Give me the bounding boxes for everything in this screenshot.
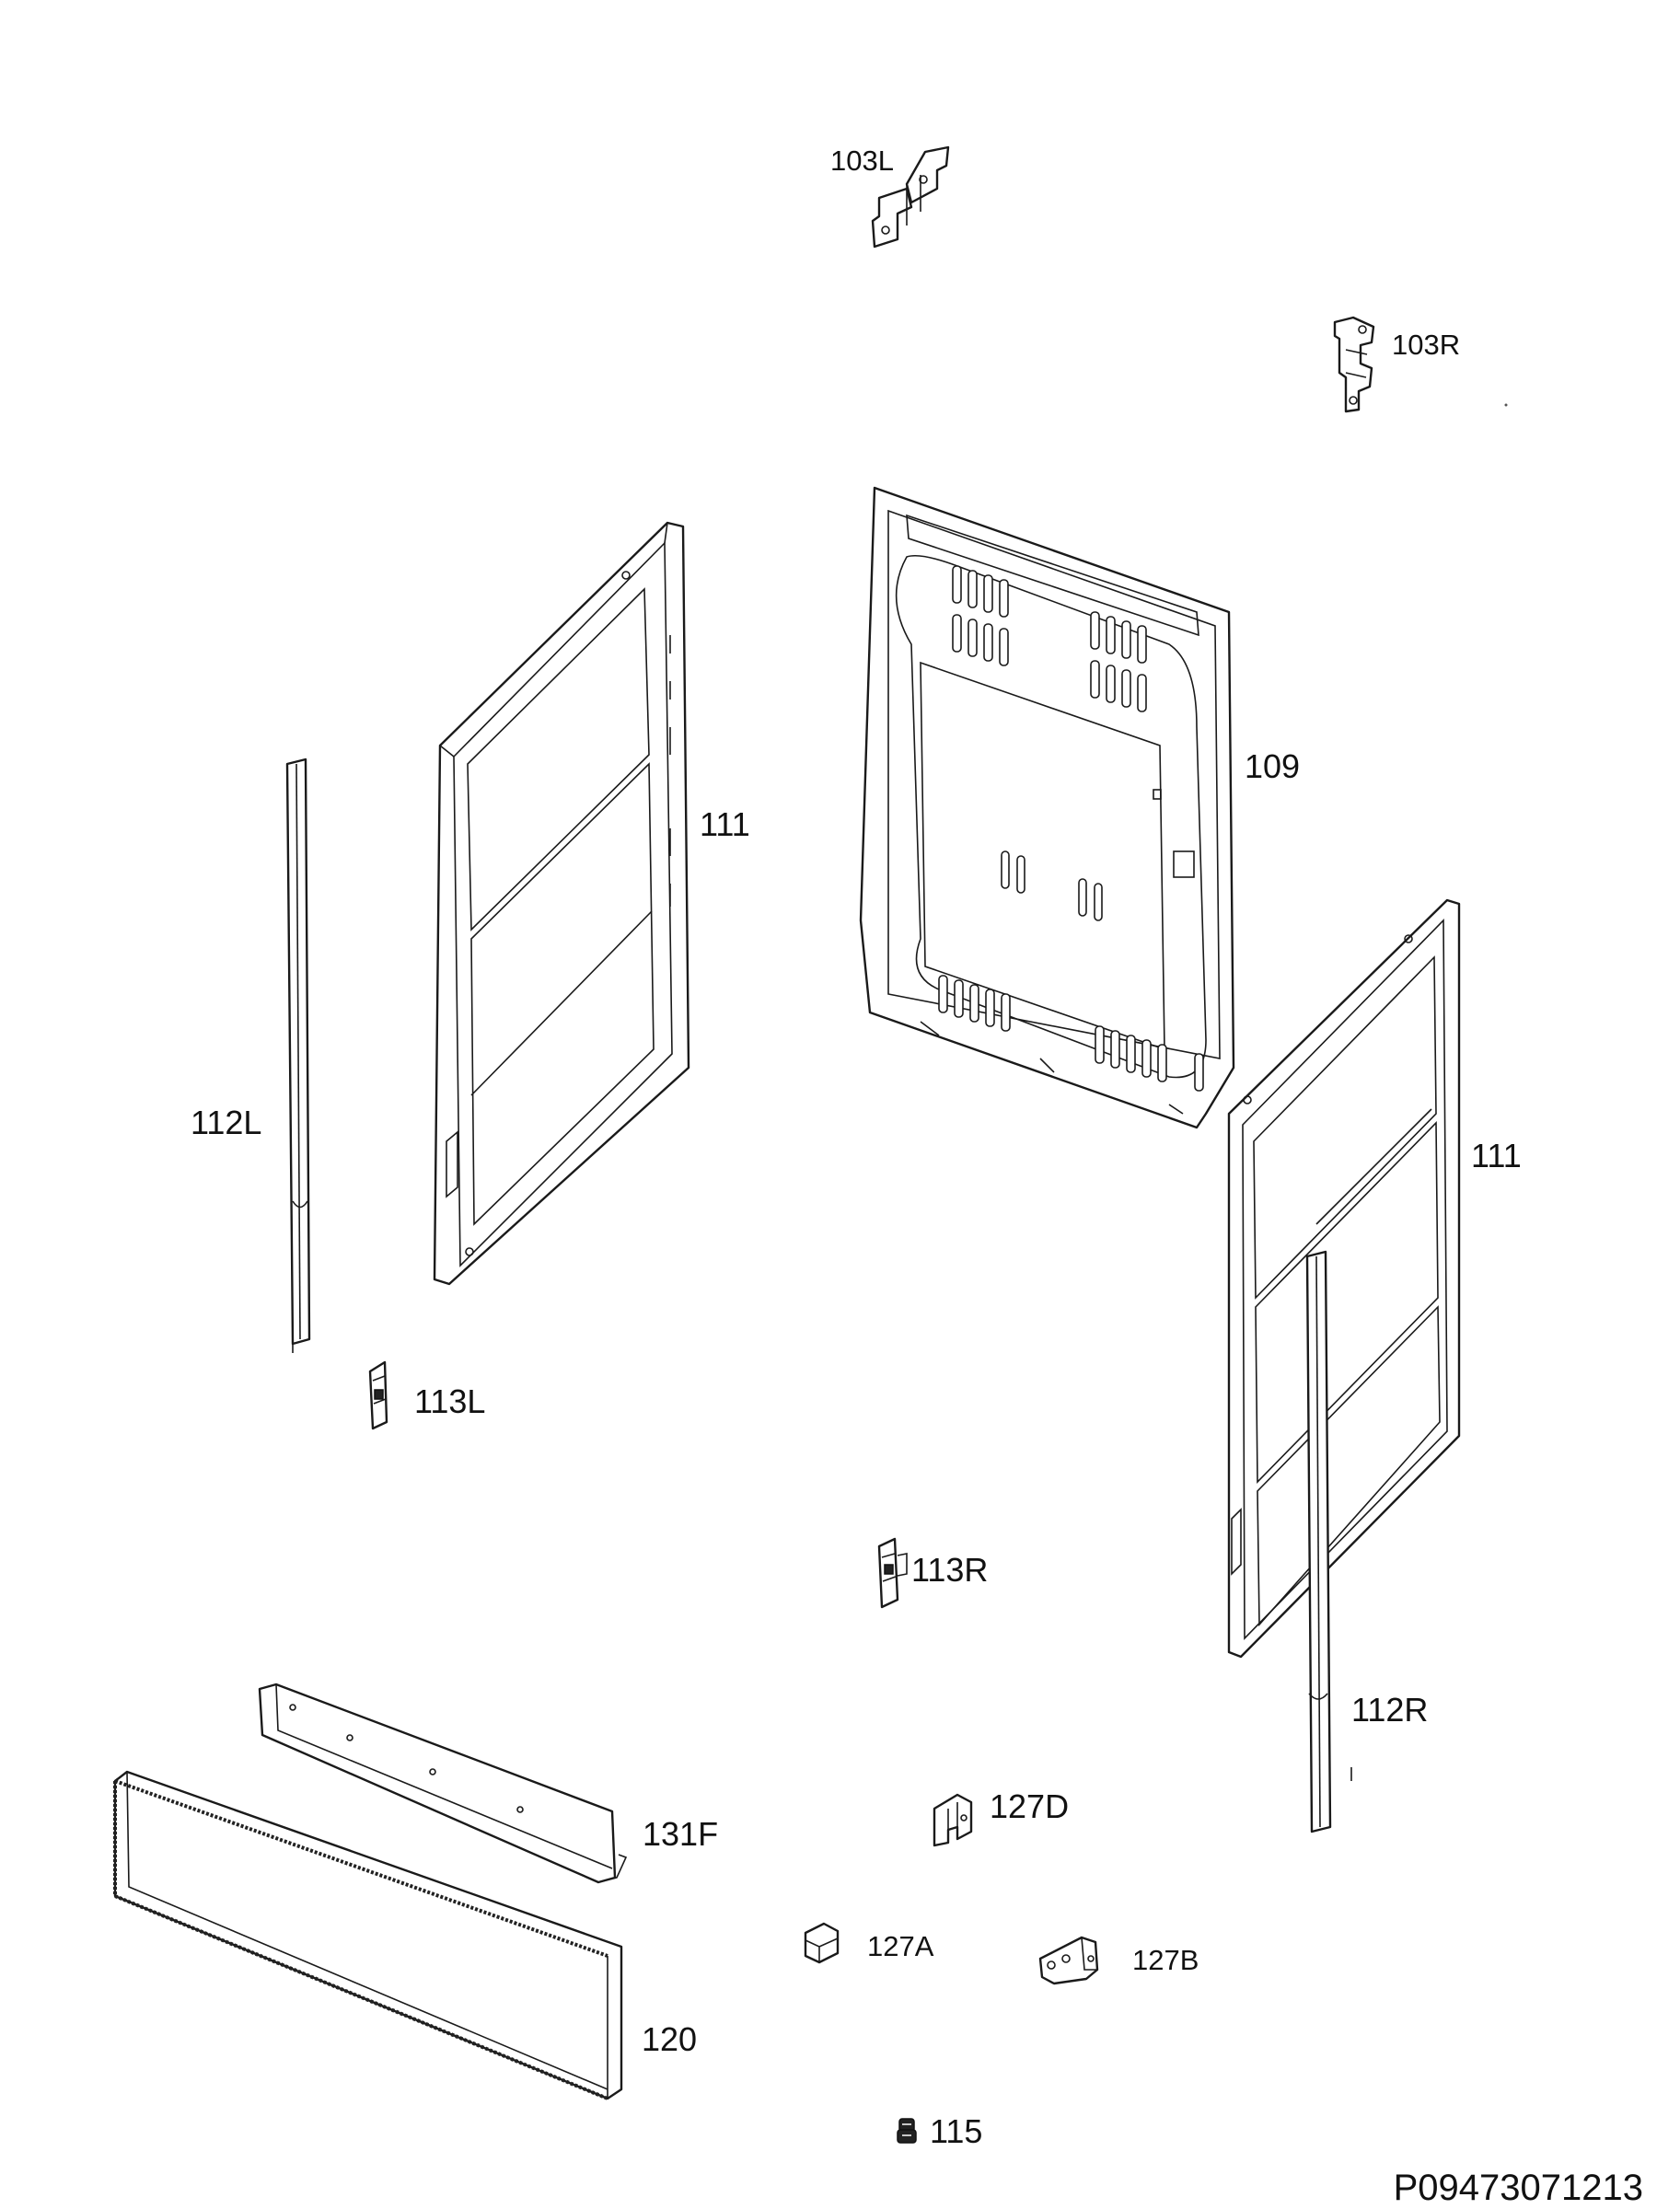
- part-111-left-side-frame: [433, 521, 690, 1286]
- label-120: 120: [642, 2020, 697, 2058]
- part-103L-bracket: [871, 145, 950, 249]
- label-103R: 103R: [1392, 329, 1460, 361]
- label-115: 115: [930, 2112, 982, 2150]
- part-120-front-panel: [113, 1770, 623, 2100]
- part-127D-bracket: [933, 1793, 973, 1847]
- part-127A-block: [804, 1922, 840, 1964]
- label-109: 109: [1245, 747, 1300, 785]
- part-115-foot: [897, 2118, 917, 2144]
- part-112R-side-strip: [1305, 1250, 1332, 1833]
- label-113L: 113L: [414, 1382, 485, 1420]
- part-131F-front-rail: [258, 1683, 628, 1884]
- part-113R-latch: [877, 1537, 908, 1609]
- label-112R: 112R: [1351, 1691, 1428, 1729]
- part-111-right-side-frame: [1227, 898, 1461, 1659]
- part-109-back-panel: [859, 486, 1235, 1129]
- label-111-right: 111: [1471, 1137, 1522, 1174]
- label-127B: 127B: [1132, 1944, 1199, 1976]
- part-113L-latch: [368, 1360, 388, 1430]
- label-127A: 127A: [867, 1930, 934, 1962]
- drawing-code: P09473071213: [1394, 2168, 1643, 2208]
- label-103L: 103L: [830, 145, 894, 177]
- label-111-left: 111: [700, 805, 750, 843]
- part-127B-bracket: [1038, 1936, 1099, 1985]
- label-127D: 127D: [990, 1787, 1069, 1825]
- speck-mark: [1504, 403, 1508, 407]
- label-131F: 131F: [643, 1815, 718, 1853]
- label-113R: 113R: [911, 1551, 988, 1589]
- part-103R-bracket: [1333, 316, 1375, 413]
- part-112L-side-strip: [285, 758, 311, 1353]
- label-112L: 112L: [191, 1104, 261, 1141]
